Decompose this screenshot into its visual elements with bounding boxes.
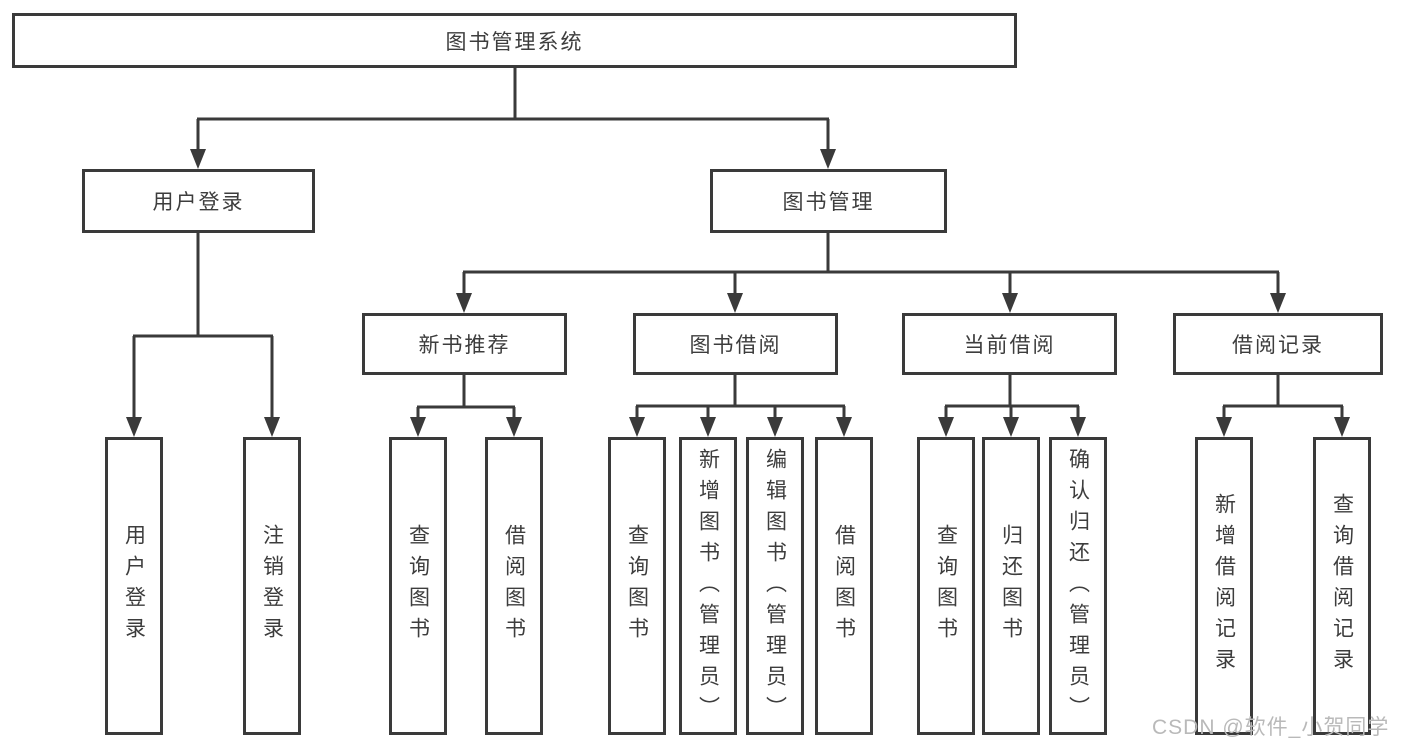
leaf-logout: 注销登录 [243,437,301,735]
leaf-query-borrow-record: 查询借阅记录 [1313,437,1371,735]
leaf-query-books-recommend: 查询图书 [389,437,447,735]
node-book-management: 图书管理 [710,169,947,233]
node-root-system: 图书管理系统 [12,13,1017,68]
node-current-borrow: 当前借阅 [902,313,1117,375]
leaf-return-books: 归还图书 [982,437,1040,735]
arrowheads [126,149,1350,437]
csdn-watermark: CSDN @软件_小贺同学 [1152,716,1390,739]
leaf-borrow-books: 借阅图书 [815,437,873,735]
node-user-login: 用户登录 [82,169,315,233]
leaf-borrow-books-recommend: 借阅图书 [485,437,543,735]
leaf-edit-books-admin: 编辑图书（管理员） [746,437,804,735]
leaf-user-login: 用户登录 [105,437,163,735]
node-book-borrow: 图书借阅 [633,313,838,375]
leaf-add-borrow-record: 新增借阅记录 [1195,437,1253,735]
leaf-query-books-current: 查询图书 [917,437,975,735]
leaf-add-books-admin: 新增图书（管理员） [679,437,737,735]
node-borrow-records: 借阅记录 [1173,313,1383,375]
node-new-book-recommend: 新书推荐 [362,313,567,375]
leaf-confirm-return-admin: 确认归还（管理员） [1049,437,1107,735]
leaf-query-books-borrow: 查询图书 [608,437,666,735]
